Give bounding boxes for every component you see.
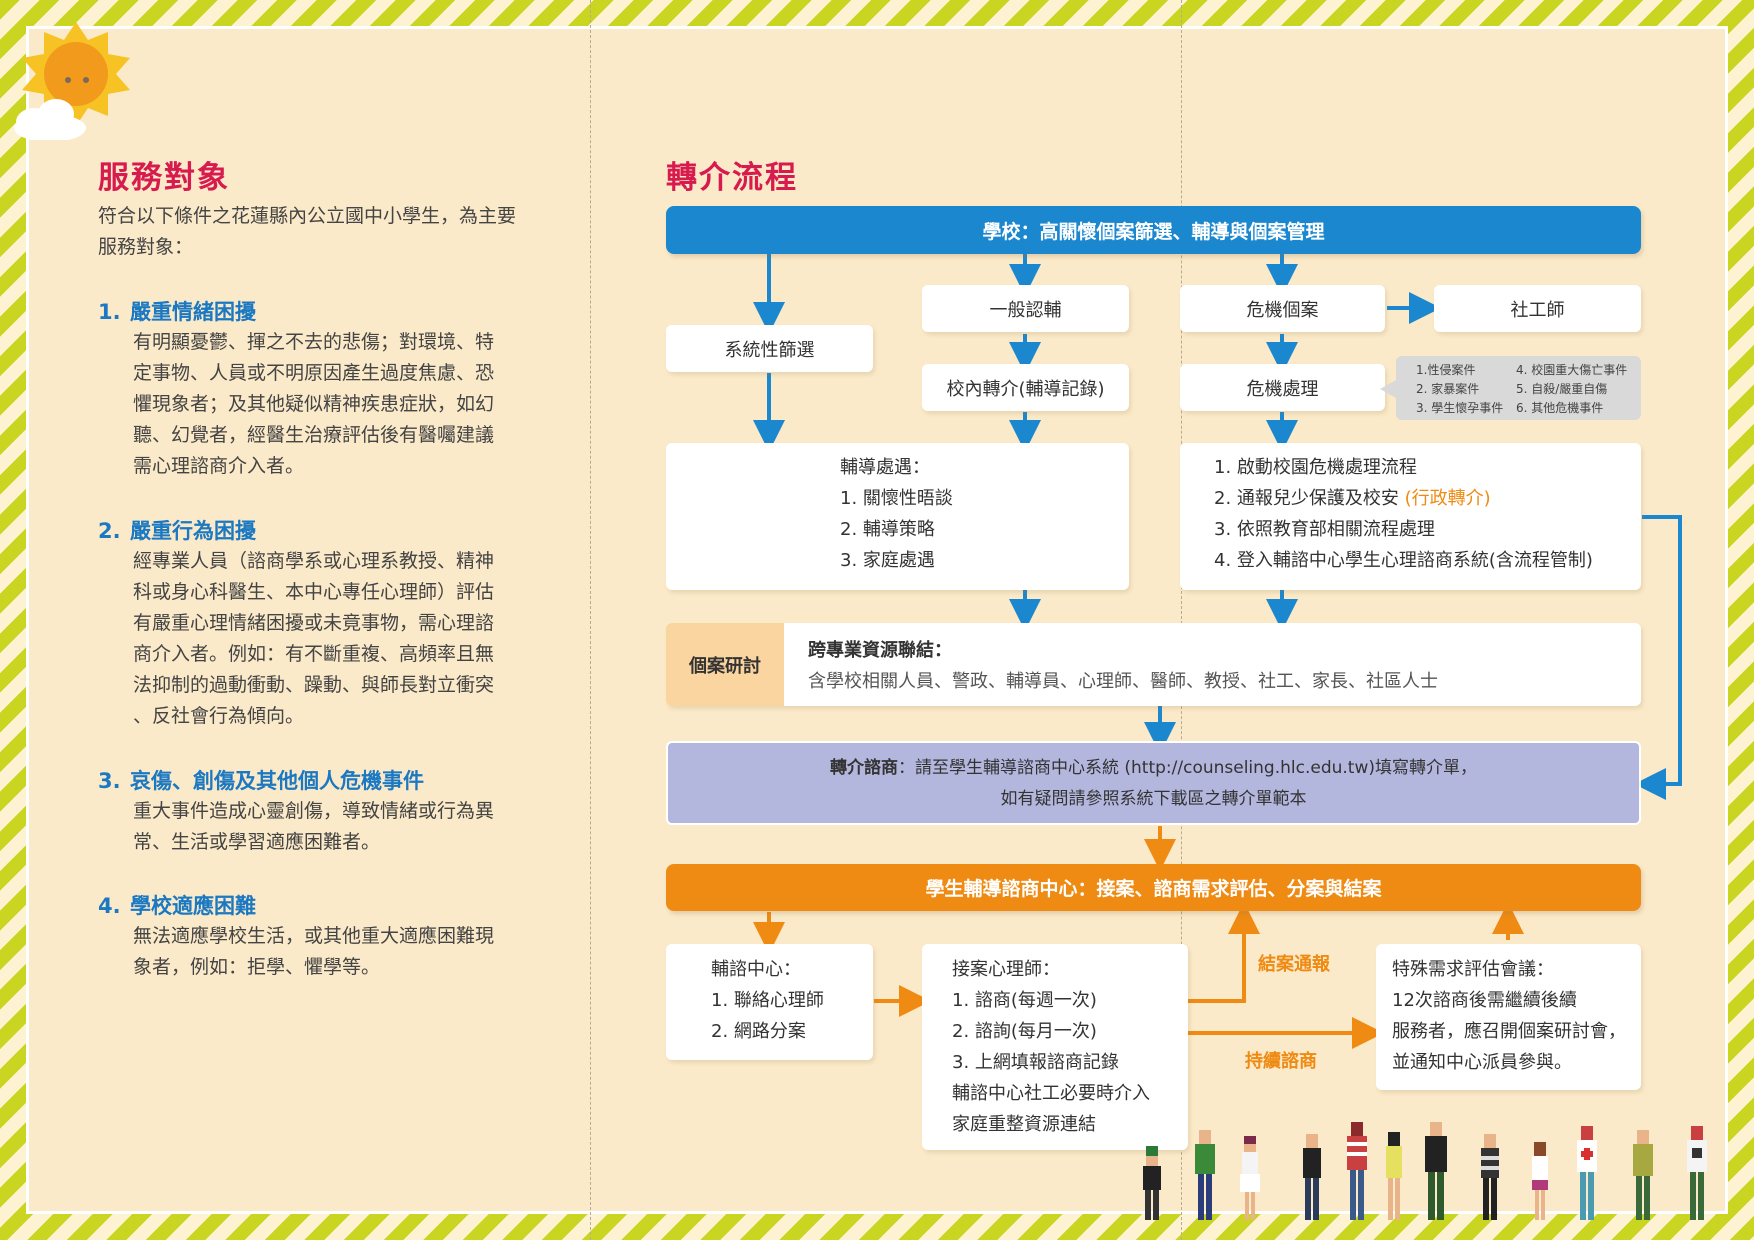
crisis-steps-box: 1. 啟動校園危機處理流程 2. 通報兒少保護及校安 (行政轉介) 3. 依照教… [1180, 443, 1641, 590]
item-title: 3.哀傷、創傷及其他個人危機事件 [98, 769, 424, 793]
referral-counseling-box: 轉介諮商：請至學生輔導諮商中心系統 (http://counseling.hlc… [666, 741, 1641, 825]
referral-flow-title: 轉介流程 [666, 160, 798, 196]
special-needs-box: 特殊需求評估會議： 12次諮商後需繼續後續 服務者，應召開個案研討會， 並通知中… [1376, 944, 1641, 1090]
case-study-box: 個案研討 跨專業資源聯結： 含學校相關人員、警政、輔導員、心理師、醫師、教授、社… [666, 623, 1641, 706]
item-title: 4.學校適應困難 [98, 894, 256, 918]
item-body: 無法適應學校生活，或其他重大適應困難現象者，例如：拒學、懼學等。 [133, 925, 495, 978]
counseling-center-bar: 學生輔導諮商中心：接案、諮商需求評估、分案與結案 [666, 864, 1641, 911]
item-title: 2.嚴重行為困擾 [98, 519, 256, 543]
crisis-case-box: 危機個案 [1180, 285, 1385, 332]
item-body: 有明顯憂鬱、揮之不去的悲傷；對環境、特定事物、人員或不明原因產生過度焦慮、恐懼現… [133, 331, 495, 477]
item-body: 經專業人員（諮商學系或心理系教授、精神科或身心科醫生、本中心專任心理師）評估有嚴… [133, 550, 495, 727]
resource-link-text: 跨專業資源聯結： 含學校相關人員、警政、輔導員、心理師、醫師、教授、社工、家長、… [808, 640, 1438, 692]
fold-line [590, 0, 591, 1240]
intra-referral-box: 校內轉介(輔導記錄) [922, 364, 1129, 411]
sun-icon [14, 22, 130, 140]
psychologist-box: 接案心理師： 1. 諮商(每週一次) 2. 諮詢(每月一次) 3. 上網填報諮商… [922, 944, 1188, 1150]
service-target-title: 服務對象 [98, 160, 230, 196]
systematic-screening-box: 系統性篩選 [666, 325, 873, 372]
school-bar: 學校：高關懷個案篩選、輔導與個案管理 [666, 206, 1641, 254]
callout-pointer [1380, 380, 1396, 398]
fold-line [1181, 0, 1182, 1240]
item-title: 1.嚴重情緒困擾 [98, 300, 256, 324]
center-assign-box: 輔諮中心： 1. 聯絡心理師 2. 網路分案 [666, 944, 873, 1060]
counseling-treatment-box: 輔導處遇： 1. 關懷性晤談 2. 輔導策略 3. 家庭處遇 [666, 443, 1129, 590]
item-body: 重大事件造成心靈創傷，導致情緒或行為異常、生活或學習適應困難者。 [133, 800, 495, 853]
close-report-label: 結案通報 [1258, 954, 1330, 975]
service-target-intro: 符合以下條件之花蓮縣內公立國中小學生，為主要服務對象： [98, 205, 517, 258]
continue-counseling-label: 持續諮商 [1245, 1051, 1317, 1072]
social-worker-box: 社工師 [1434, 285, 1641, 332]
crisis-handling-box: 危機處理 [1180, 364, 1385, 411]
general-guidance-box: 一般認輔 [922, 285, 1129, 332]
case-study-label: 個案研討 [666, 623, 784, 706]
